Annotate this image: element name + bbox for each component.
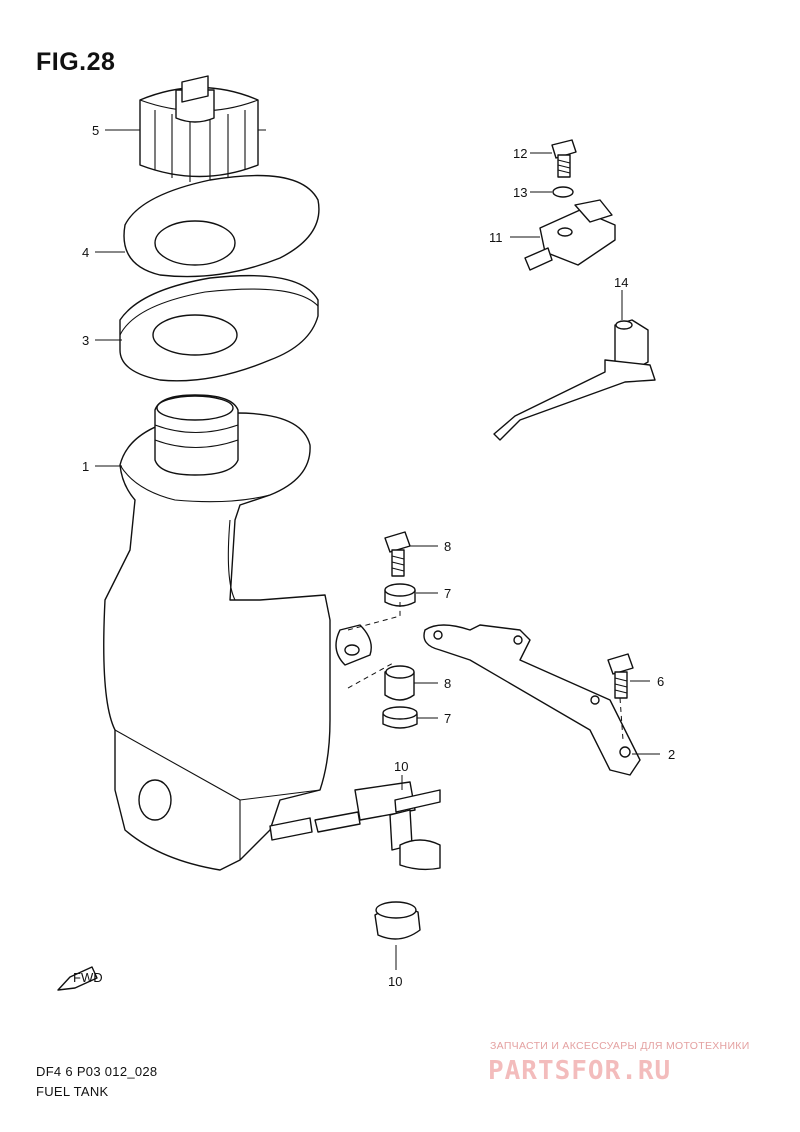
callout-12: 11 (489, 230, 503, 245)
fuel-cap-part[interactable] (132, 75, 266, 182)
callout-9: 8 (444, 539, 451, 554)
callout-labels: 5 4 3 1 12 13 11 14 8 7 8 7 6 2 10 10 (82, 123, 675, 989)
fuel-tank-part[interactable] (103, 394, 372, 871)
callout-8: 8 (444, 676, 451, 691)
forward-direction-marker: FWD (57, 966, 103, 991)
tank-bracket-part[interactable] (423, 624, 641, 776)
callout-7-upper: 7 (444, 586, 451, 601)
bolt-6-part[interactable] (607, 653, 634, 699)
callout-14: 13 (513, 185, 527, 200)
watermark-logo: PARTSFOR.RU (488, 1056, 672, 1086)
diagram-name: FUEL TANK (36, 1084, 109, 1099)
callout-11: 10 (394, 759, 408, 774)
cap-gasket-part[interactable] (123, 174, 320, 278)
callout-2: 2 (668, 747, 675, 762)
fuel-filter-part[interactable] (374, 901, 421, 940)
callout-6: 6 (657, 674, 664, 689)
washer-14-part[interactable] (552, 186, 574, 198)
callout-15: 14 (614, 275, 628, 290)
fuel-connector-part[interactable] (524, 199, 616, 271)
figure-title: FIG.28 (36, 48, 116, 76)
cushion-8-part[interactable] (384, 665, 415, 701)
leader-lines (95, 129, 660, 970)
tank-seal-part[interactable] (119, 274, 319, 382)
grommet-7-lower-part[interactable] (382, 706, 418, 729)
callout-13: 12 (513, 146, 527, 161)
fuel-gauge-part[interactable] (493, 319, 656, 441)
callout-3: 3 (82, 333, 89, 348)
fwd-marker-text: FWD (73, 970, 103, 985)
callout-10: 10 (388, 974, 402, 989)
callout-4: 4 (82, 245, 89, 260)
bolt-13-part[interactable] (551, 139, 577, 178)
callout-5: 5 (92, 123, 99, 138)
watermark-tagline: ЗАПЧАСТИ И АКСЕССУАРЫ ДЛЯ МОТОТЕХНИКИ (490, 1040, 750, 1052)
grommet-7-upper-part[interactable] (384, 583, 416, 607)
model-code: DF4 6 P03 012_028 (36, 1064, 158, 1079)
callout-7-lower: 7 (444, 711, 451, 726)
callout-1: 1 (82, 459, 89, 474)
fuel-cock-part[interactable] (314, 781, 441, 871)
bolt-9-part[interactable] (384, 531, 411, 577)
